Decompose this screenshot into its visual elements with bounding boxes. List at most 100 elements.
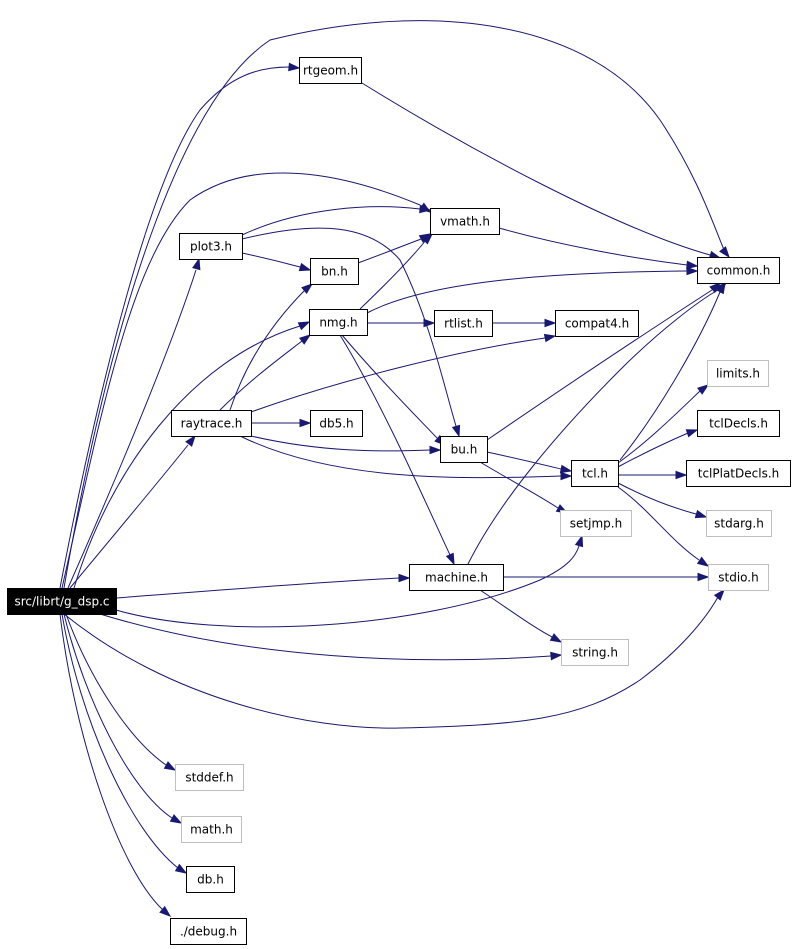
- edge-raytrace-to-bu: [250, 435, 442, 455]
- node-box: [440, 436, 488, 463]
- arrow-head: [685, 429, 699, 438]
- node-bu[interactable]: bu.h: [440, 436, 488, 463]
- edge-machine-to-common: [467, 282, 728, 565]
- node-vmath[interactable]: vmath.h: [430, 208, 500, 235]
- edge-raytrace-to-compat4: [250, 333, 557, 413]
- node-box: [170, 918, 247, 945]
- node-box: [175, 764, 244, 791]
- arrow-head: [451, 424, 461, 438]
- edge-tcl-to-stdio: [617, 486, 710, 567]
- node-label: common.h: [707, 264, 771, 278]
- edge-line: [241, 252, 301, 268]
- edge-raytrace-to-db5: [251, 418, 312, 428]
- node-stdarg: stdarg.h: [706, 510, 772, 537]
- arrow-head: [169, 814, 183, 824]
- edge-g_dsp-to-setjmp: [115, 534, 584, 628]
- edge-line: [250, 337, 546, 413]
- edge-line: [239, 435, 562, 479]
- edge-line: [617, 432, 689, 468]
- edge-bu-to-tcl: [486, 451, 573, 474]
- node-raytrace[interactable]: raytrace.h: [171, 410, 252, 437]
- node-label: bn.h: [321, 265, 348, 279]
- node-box: [181, 816, 242, 843]
- arrow-head: [192, 257, 201, 271]
- node-label: db.h: [197, 873, 224, 887]
- node-box: [686, 460, 791, 487]
- edge-g_dsp-to-vmath: [61, 172, 432, 589]
- arrow-head: [697, 572, 710, 582]
- edge-plot3-to-bn: [241, 252, 312, 272]
- edge-tcl-to-tclDecls: [617, 429, 699, 468]
- node-label: raytrace.h: [181, 417, 243, 431]
- edge-rtlist-to-compat4: [492, 318, 557, 328]
- edge-line: [219, 340, 303, 411]
- arrow-head: [297, 321, 311, 331]
- edge-g_dsp-to-plot3: [67, 257, 201, 589]
- node-machine[interactable]: machine.h: [409, 564, 504, 591]
- node-bn[interactable]: bn.h: [310, 258, 359, 285]
- arrow-head: [696, 556, 710, 567]
- arrow-head: [421, 232, 434, 245]
- node-plot3[interactable]: plot3.h: [179, 233, 243, 260]
- node-debug[interactable]: ./debug.h: [170, 918, 247, 945]
- node-box: [697, 257, 780, 284]
- node-label: rtgeom.h: [303, 64, 358, 78]
- node-setjmp: setjmp.h: [560, 510, 632, 537]
- arrow-head: [686, 266, 699, 276]
- edge-plot3-to-vmath: [241, 204, 432, 236]
- node-box: [179, 233, 243, 260]
- node-tcl[interactable]: tcl.h: [571, 460, 619, 487]
- edge-line: [339, 334, 451, 556]
- node-box: [309, 309, 368, 336]
- edges-layer: [59, 20, 730, 917]
- arrow-head: [544, 318, 557, 328]
- node-box: [561, 639, 629, 666]
- edge-rtgeom-to-common: [361, 82, 722, 260]
- arrow-head: [675, 470, 688, 480]
- edge-g_dsp-to-db: [61, 613, 188, 874]
- node-label: compat4.h: [565, 317, 629, 331]
- node-label: ./debug.h: [180, 925, 237, 939]
- node-box: [708, 564, 769, 591]
- node-box: [434, 310, 493, 337]
- arrow-head: [559, 464, 573, 474]
- arrow-head: [288, 62, 301, 72]
- node-label: math.h: [190, 823, 233, 837]
- node-label: stdio.h: [718, 571, 758, 585]
- node-box: [310, 258, 359, 285]
- node-common[interactable]: common.h: [697, 257, 780, 284]
- arrow-head: [174, 863, 188, 874]
- edge-g_dsp-to-debug: [59, 613, 172, 917]
- arrow-head: [574, 534, 584, 548]
- edge-g_dsp-to-string: [99, 613, 563, 661]
- edge-line: [67, 269, 197, 589]
- node-nmg[interactable]: nmg.h: [309, 309, 368, 336]
- edge-line: [241, 206, 421, 236]
- arrow-head: [419, 204, 432, 214]
- edge-nmg-to-rtlist: [367, 318, 436, 328]
- node-compat4[interactable]: compat4.h: [555, 310, 639, 337]
- edge-line: [99, 613, 552, 661]
- node-box: [706, 510, 772, 537]
- node-label: stddef.h: [185, 771, 233, 785]
- node-rtgeom[interactable]: rtgeom.h: [299, 57, 362, 84]
- arrow-head: [163, 761, 177, 771]
- node-box: [555, 310, 639, 337]
- edge-line: [486, 451, 562, 470]
- edge-nmg-to-vmath: [359, 232, 434, 310]
- node-tclDecls[interactable]: tclDecls.h: [697, 410, 780, 437]
- edge-line: [361, 82, 711, 256]
- edge-line: [357, 238, 422, 264]
- node-db5[interactable]: db5.h: [310, 410, 363, 437]
- node-db[interactable]: db.h: [186, 866, 235, 893]
- edge-line: [250, 435, 431, 452]
- edge-line: [617, 486, 700, 561]
- node-tclPlatDecls[interactable]: tclPlatDecls.h: [686, 460, 791, 487]
- edge-line: [73, 325, 301, 589]
- node-label: stdarg.h: [714, 517, 764, 531]
- edge-tcl-to-limits: [617, 384, 710, 464]
- node-rtlist[interactable]: rtlist.h: [434, 310, 493, 337]
- arrow-head: [697, 384, 710, 395]
- arrow-head: [299, 334, 312, 345]
- node-label: nmg.h: [319, 316, 357, 330]
